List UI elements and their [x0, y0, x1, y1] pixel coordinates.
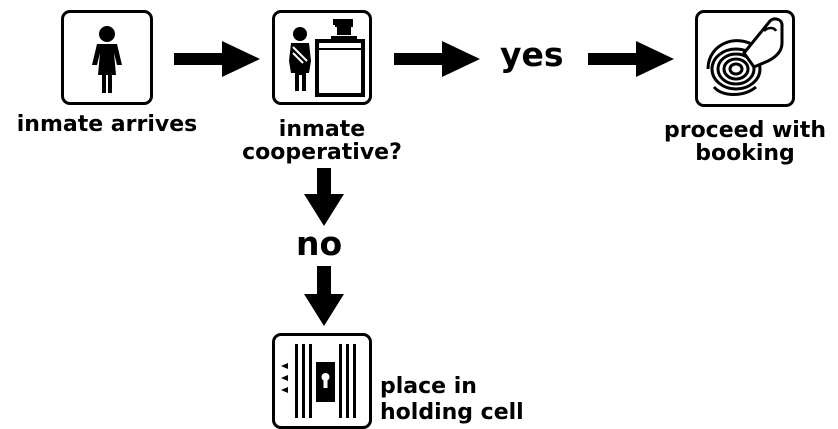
step-label-cooperative-line2: cooperative?: [242, 140, 402, 165]
arrow-right-2: [394, 41, 480, 77]
step-label-cooperative-line1: inmate: [278, 117, 366, 142]
step-label-holding-line2: holding cell: [380, 400, 524, 425]
officer-desk-icon: [272, 10, 372, 105]
step-label-holding-line1: place in: [380, 374, 477, 399]
arrow-down-1: [304, 168, 344, 226]
arrow-right-3: [588, 41, 674, 77]
step-label-inmate-arrives: inmate arrives: [16, 112, 198, 137]
arrow-down-2: [304, 266, 344, 326]
branch-label-yes: yes: [500, 35, 564, 74]
arrow-right-1: [174, 41, 260, 77]
step-label-booking-line2: booking: [695, 141, 795, 166]
step-label-booking-line1: proceed with: [663, 118, 827, 143]
fingerprint-icon: [695, 10, 795, 107]
person-icon: [61, 10, 153, 105]
branch-label-no: no: [296, 224, 343, 263]
cell-door-icon: [272, 333, 372, 429]
